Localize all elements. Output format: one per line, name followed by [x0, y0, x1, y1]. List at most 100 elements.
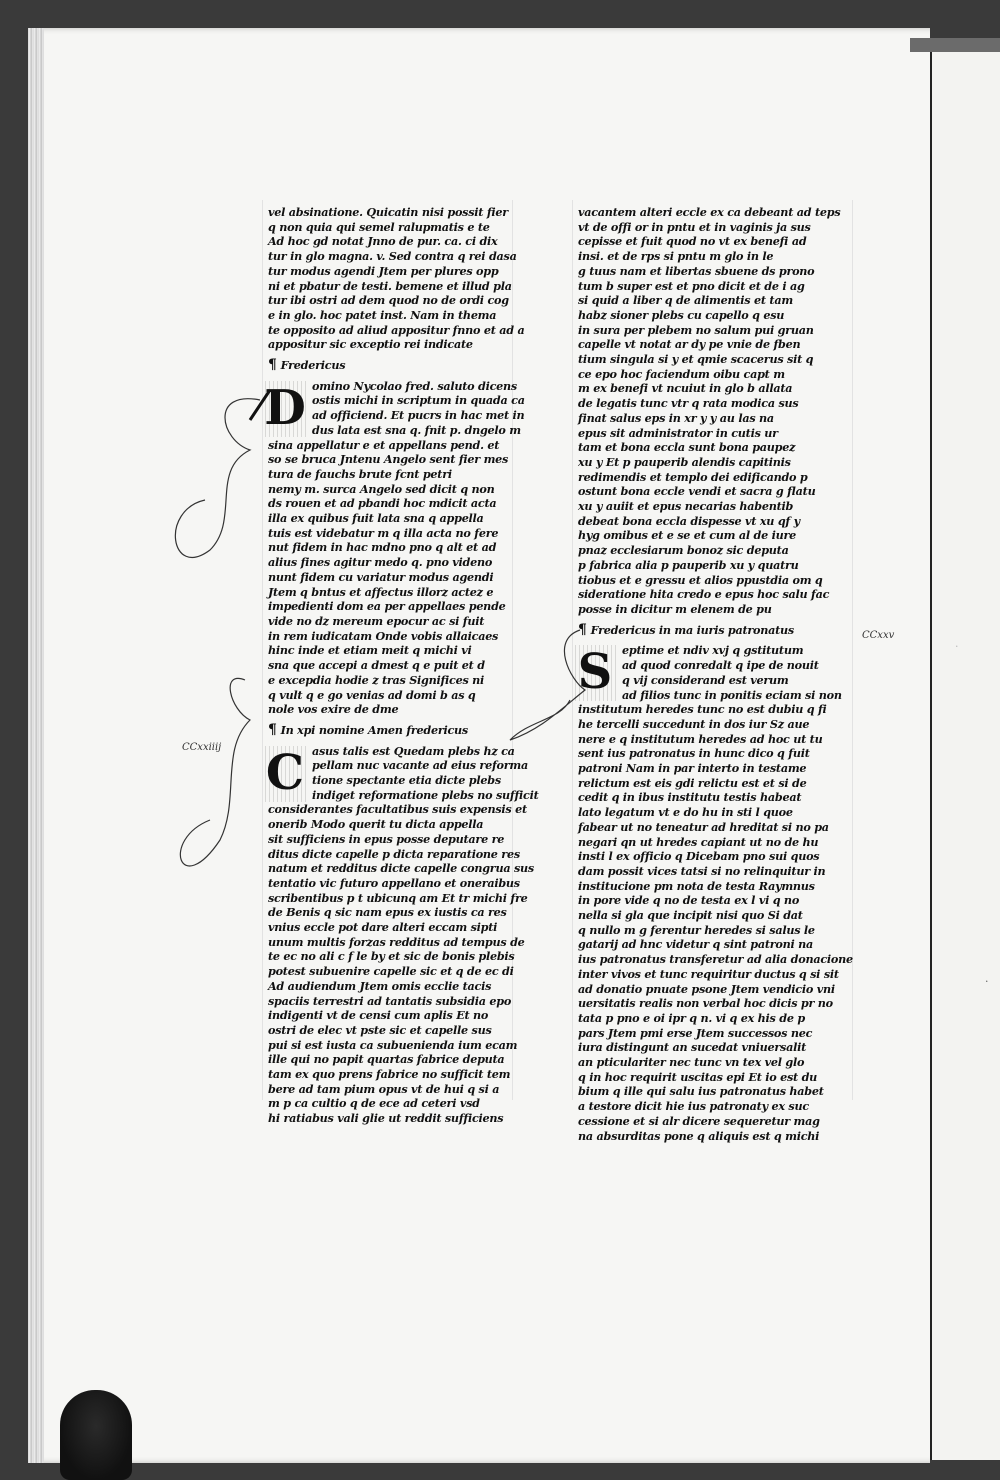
text-line: g tuus nam et libertas sbuene ds prono	[578, 263, 815, 278]
text-line: bere ad tam pium opus vt de hui q si a	[268, 1081, 500, 1096]
pilcrow-icon: ¶	[578, 621, 587, 638]
rubric-heading: ¶ In xpi nomine Amen fredericus	[268, 723, 508, 738]
text-line: so se bruca Jntenu Angelo sent fier mes	[268, 452, 509, 467]
text-line: epus sit administrator in cutis ur	[578, 425, 778, 440]
text-line: si quid a liber q de alimentis et tam	[578, 293, 793, 308]
text-line: nunt fidem cu variatur modus agendi	[268, 569, 494, 584]
rubric-text: In xpi nomine Amen fredericus	[280, 722, 469, 737]
right-text-column: vacantem alteri eccle ex ca debeant ad t…	[572, 205, 853, 1143]
text-line: hinc inde et etiam meit q michi vi	[268, 643, 472, 658]
text-line: posse in dicitur m elenem de pu	[578, 601, 772, 616]
text-line: q vult q e go venias ad domi b as q	[268, 687, 476, 702]
text-line: redimendis et templo dei edificando p	[578, 469, 808, 484]
text-line: tata p pno e oi ipr q n. vi q ex his de …	[578, 1010, 805, 1025]
text-line: gatarij ad hnc videtur q sint patroni na	[578, 937, 814, 952]
text-line: nere e q institutum heredes ad hoc ut tu	[578, 731, 823, 746]
text-line: tentatio vic futuro appellano et oneraib…	[268, 875, 520, 890]
text-line: iura distingunt an sucedat vniuersalit	[578, 1040, 807, 1055]
text-line: ad officiend. Et pucrs in hac met in	[312, 408, 525, 423]
text-line: ostis michi in scriptum in quada ca	[312, 393, 525, 408]
text-line: nella si gla que incipit nisi quo Si dat	[578, 908, 803, 923]
text-line: tur ibi ostri ad dem quod no de ordi cog	[268, 293, 509, 308]
text-line: vacantem alteri eccle ex ca debeant ad t…	[578, 205, 841, 219]
text-line: appositur sic exceptio rei indicate	[268, 337, 473, 352]
holder-thumb	[60, 1390, 132, 1480]
text-line: ad filios tunc in ponitis eciam si non	[622, 687, 842, 702]
text-line: ni et pbatur de testi. bemene et illud p…	[268, 278, 512, 293]
text-line: dam possit vices tatsi si no relinquitur…	[578, 863, 826, 878]
text-line: fabear ut no teneatur ad hreditat si no …	[578, 819, 829, 834]
text-line: ius patronatus transferetur ad alia dona…	[578, 952, 853, 967]
text-line: finat salus eps in xr y y au las na	[578, 410, 774, 425]
margin-folio-note: CCxxv	[862, 630, 895, 641]
text-line: institucione pm nota de testa Raymnus	[578, 878, 815, 893]
text-line: debeat bona eccla dispesse vt xu qf y	[578, 513, 800, 528]
text-line: alius fines agitur medo q. pno videno	[268, 555, 493, 570]
text-line: institutum heredes tunc no est dubiu q f…	[578, 702, 827, 717]
binding-strip	[910, 38, 1000, 52]
text-line: tuis est videbatur m q illa acta no fere	[268, 525, 499, 540]
text-line: pars Jtem pmi erse Jtem successos nec	[578, 1025, 813, 1040]
text-line: xu y auiit et epus necarias habentib	[578, 499, 794, 514]
text-line: m ex benefi vt ncuiut in glo b allata	[578, 381, 793, 396]
text-line: ad quod conredalt q ipe de nouit	[622, 658, 819, 673]
text-line: cepisse et fuit quod no vt ex benefi ad	[578, 234, 807, 249]
text-line: in sura per plebem no salum pui gruan	[578, 322, 814, 337]
text-line: ostunt bona eccle vendi et sacra g flatu	[578, 484, 816, 499]
text-line: hyg omibus et e se et cum al de iure	[578, 528, 797, 543]
text-line: capelle vt notat ar dy pe vnie de fben	[578, 337, 801, 352]
text-line: vnius eccle pot dare alteri eccam sipti	[268, 920, 498, 935]
text-line: habz sioner plebs cu capello q esu	[578, 307, 785, 322]
text-line: sideratione hita credo e epus hoc salu f…	[578, 587, 830, 602]
text-line: de Benis q sic nam epus ex iustis ca res	[268, 905, 507, 920]
text-line: vide no dz mereum epocur ac si fuit	[268, 613, 485, 628]
rubric-text: Fredericus in ma iuris patronatus	[590, 622, 795, 637]
text-line: Ad hoc gd notat Jnno de pur. ca. ci dix	[268, 234, 498, 249]
text-line: tione spectante etia dicte plebs	[312, 773, 501, 788]
text-line: impedienti dom ea per appellaes pende	[268, 599, 506, 614]
text-line: m p ca cultio q de ece ad ceteri vsd	[268, 1096, 480, 1111]
text-line: q non quia qui semel ralupmatis e te	[268, 219, 490, 234]
text-line: p fabrica alia p pauperib xu y quatru	[578, 557, 799, 572]
text-line: vel absinatione. Quicatin nisi possit fi…	[268, 205, 508, 219]
text-line: pellam nuc vacante ad eius reforma	[312, 758, 528, 773]
text-line: ille qui no papit quartas fabrice deputa	[268, 1052, 505, 1067]
text-line: vt de offi or in pntu et in vaginis ja s…	[578, 219, 811, 234]
text-line: cessione et si alr dicere sequeretur mag	[578, 1113, 820, 1128]
text-line: negari qn ut hredes capiant ut no de hu	[578, 834, 819, 849]
text-line: scribentibus p t ubicunq am Et tr michi …	[268, 890, 528, 905]
text-line: he tercelli succedunt in dos iur Sz aue	[578, 716, 810, 731]
text-line: xu y Et p pauperib alendis capitinis	[578, 454, 791, 469]
text-line: na absurditas pone q aliquis est q michi	[578, 1128, 820, 1143]
text-line: insti l ex officio q Dicebam pno sui quo…	[578, 849, 820, 864]
text-line: illa ex quibus fuit lata sna q appella	[268, 511, 484, 526]
text-line: te ec no ali c f le by et sic de bonis p…	[268, 949, 515, 964]
left-text-column: vel absinatione. Quicatin nisi possit fi…	[262, 205, 539, 1126]
text-line: uersitatis realis non verbal hoc dicis p…	[578, 996, 833, 1011]
text-line: omino Nycolao fred. saluto dicens	[312, 378, 517, 393]
text-line: potest subuenire capelle sic et q de ec …	[268, 964, 514, 979]
rubric-heading: ¶ Fredericus in ma iuris patronatus	[578, 621, 850, 638]
ruling-line	[262, 200, 263, 1100]
decorated-initial: S	[572, 645, 618, 702]
text-line: a testore dicit hie ius patronaty ex suc	[578, 1099, 809, 1114]
rubric-heading: ¶ Fredericus	[268, 358, 508, 373]
text-line: tur in glo magna. v. Sed contra q rei da…	[268, 249, 517, 264]
rubric-text: Fredericus	[280, 358, 346, 373]
text-line: tam et bona eccla sunt bona paupez	[578, 440, 796, 455]
margin-folio-note: CCxxiiij	[182, 742, 222, 753]
text-line: tium singula si y et qmie scacerus sit q	[578, 352, 814, 367]
text-line: te opposito ad aliud appositur fnno et a…	[268, 322, 525, 337]
text-line: q nullo m g ferentur heredes si salus le	[578, 922, 815, 937]
pilcrow-icon: ¶	[268, 357, 277, 374]
text-line: unum multis forzas redditus ad tempus de	[268, 934, 525, 949]
facing-page-mark: ·	[955, 640, 959, 653]
text-line: ad donatio pnuate psone Jtem vendicio vn…	[578, 981, 835, 996]
page-gutter	[28, 28, 44, 1463]
decorated-initial: C	[262, 745, 308, 802]
text-line: considerantes facultatibus suis expensis…	[268, 802, 527, 817]
manuscript-page	[28, 28, 930, 1463]
text-line: tum b super est et pno dicit et de i ag	[578, 278, 805, 293]
text-line: cedit q in ibus institutu testis habeat	[578, 790, 802, 805]
text-line: nole vos exire de dme	[268, 702, 399, 717]
